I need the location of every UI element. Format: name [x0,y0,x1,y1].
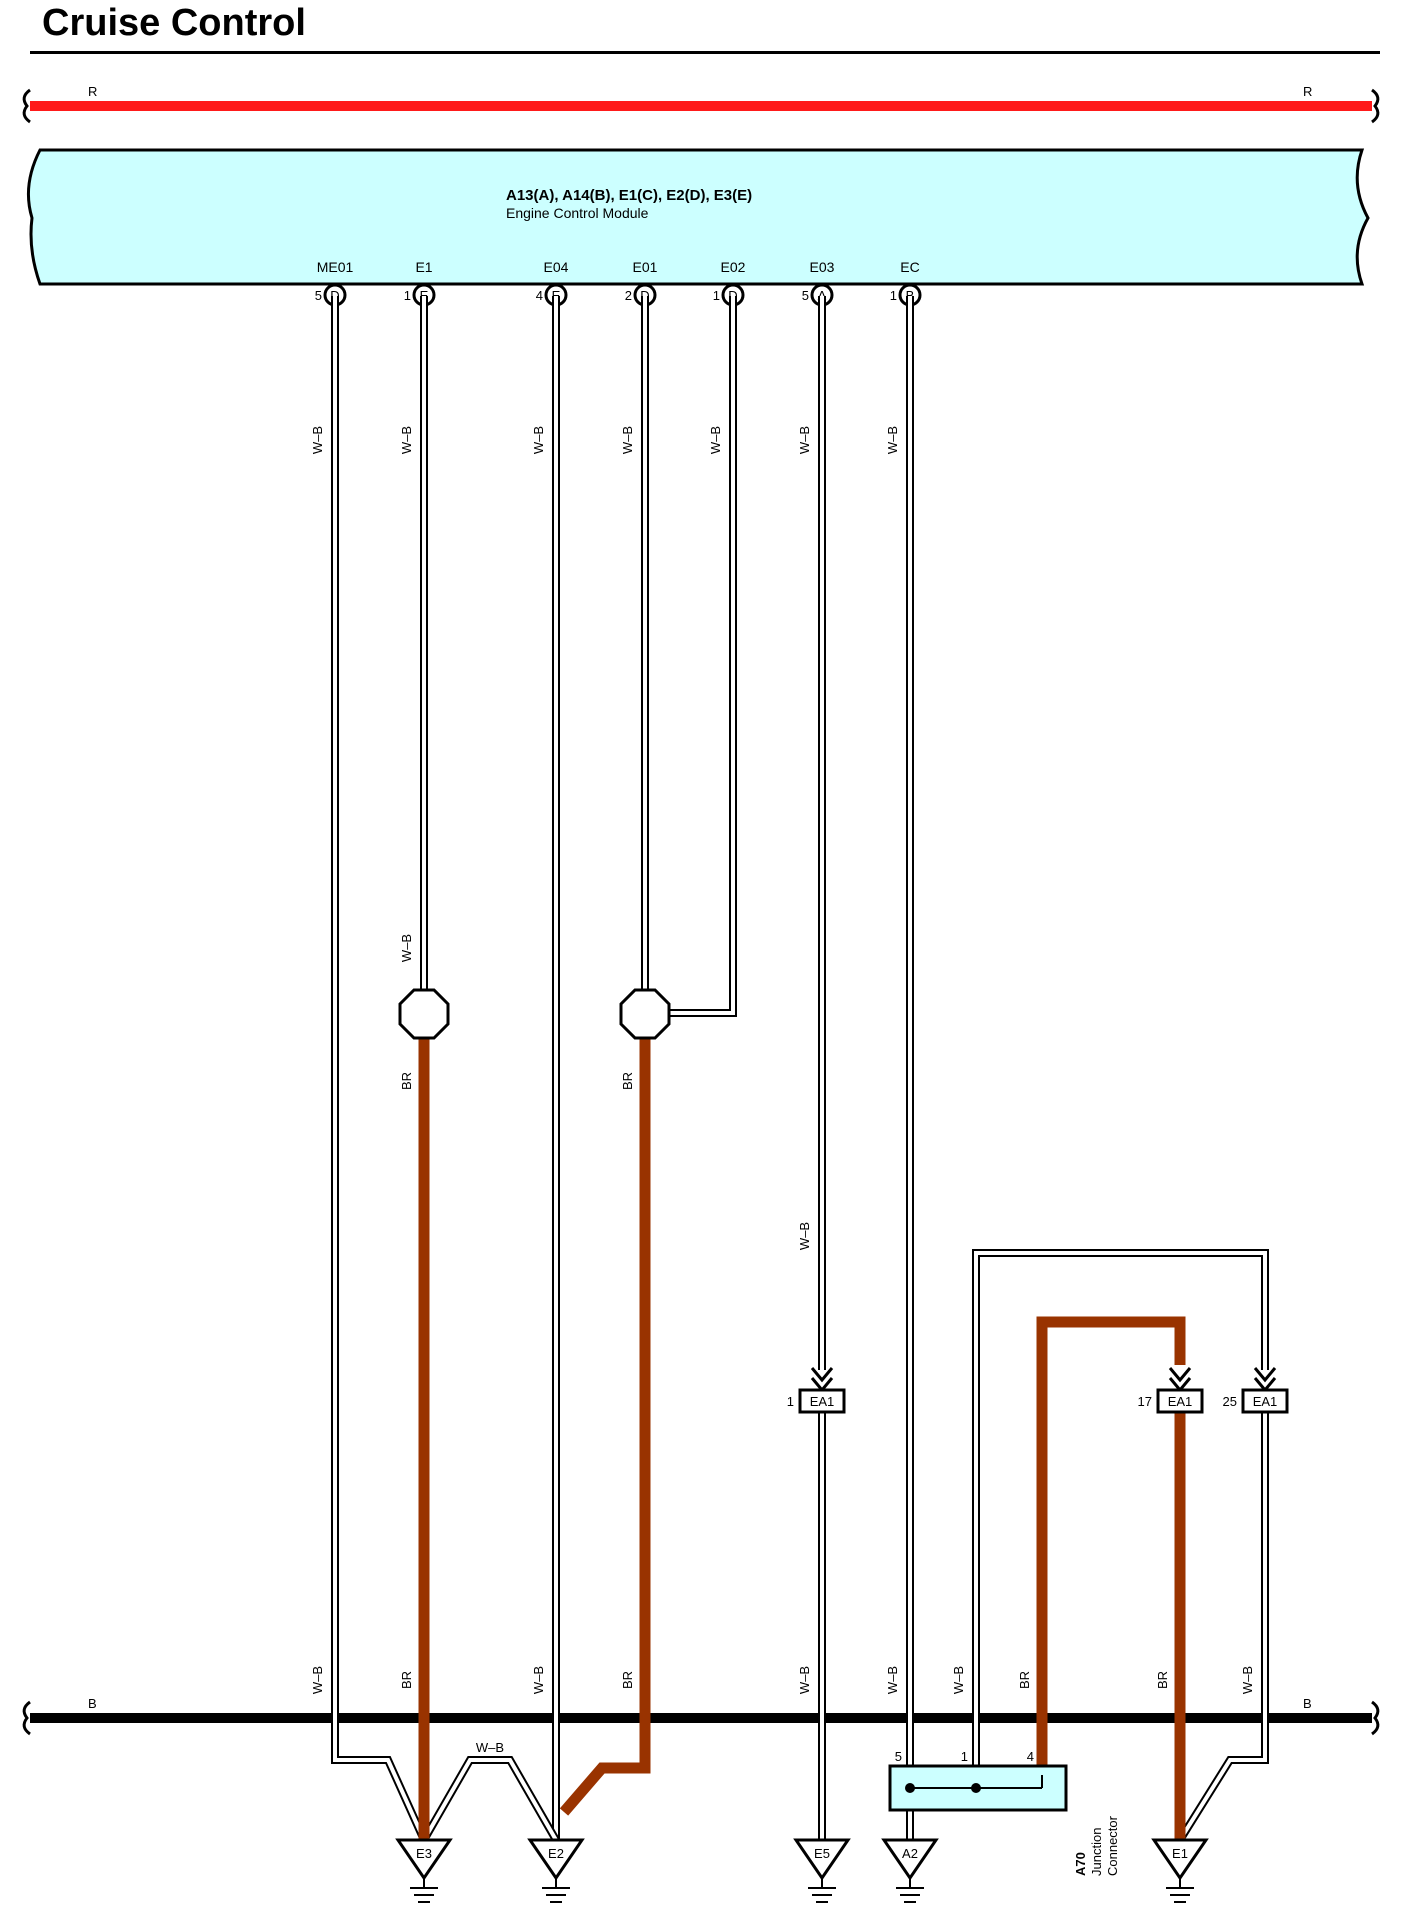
wire-label-bottom: W–B [1240,1666,1255,1694]
junction-id: A70 [1073,1852,1088,1876]
junction-pin-4: 4 [1027,1749,1034,1764]
power-bus-label-right: R [1303,84,1312,99]
ecm-pin-connector: A [818,288,827,303]
inline-connector-ea1-1: EA1 1 [787,1367,846,1414]
wire-label-bottom: BR [399,1671,414,1689]
title-rule [30,51,1380,54]
ecm-pin-name: E01 [633,259,658,275]
ground-label: A2 [902,1846,918,1861]
inline-connector-ea1-1-pin: 1 [787,1394,794,1409]
junction-connector-a70: 5 1 4 A70 Junction Connector [888,1749,1120,1876]
splice-e1 [398,988,450,1040]
wire-label-e1-upper: W–B [399,934,414,962]
wire-label-e03-mid: W–B [797,1222,812,1250]
inline-connector-ea1-17-label: EA1 [1168,1394,1193,1409]
ecm-pin-number: 5 [802,288,809,303]
ecm-block [26,148,1370,286]
wire-ea1-25-to-ground [1176,1412,1269,1843]
page-title: Cruise Control [42,2,306,44]
ecm-pin-connector: D [728,288,737,303]
ecm-name: Engine Control Module [506,205,649,221]
wire-label-ground-link: W–B [476,1740,504,1755]
ecm-pin-number: 2 [625,288,632,303]
junction-pin-1: 1 [961,1749,968,1764]
ecm-connectors: A13(A), A14(B), E1(C), E2(D), E3(E) [506,187,752,204]
inline-connector-ea1-17-pin: 17 [1138,1394,1152,1409]
ground-a2: A2 [881,1838,939,1903]
junction-line1: Junction [1089,1828,1104,1876]
ecm-pin-number: 5 [315,288,322,303]
wire-label-bottom: W–B [797,1666,812,1694]
ground-e2: E2 [527,1838,585,1903]
junction-line2: Connector [1105,1815,1120,1876]
ecm-pin-number: 1 [890,288,897,303]
ecm-pin-connector: E [552,288,561,303]
wire-br-e01 [559,1036,651,1816]
wire-label-e01-lower: BR [620,1072,635,1090]
junction-pin-5: 5 [895,1749,902,1764]
wire-label-top: W–B [310,426,325,454]
inline-connector-ea1-25: EA1 25 [1223,1367,1289,1414]
ecm-pin-name: E04 [544,259,569,275]
ground-bus-left-brace [22,1700,31,1736]
wire-label-top: W–B [399,426,414,454]
ecm-pin-connector: B [906,288,915,303]
wire-label-top: W–B [620,426,635,454]
ground-label: E1 [1172,1846,1188,1861]
ecm-pin-number: 1 [404,288,411,303]
splice-e01 [619,988,671,1040]
wire-me01 [331,296,428,1842]
ecm-pin-number: 1 [713,288,720,303]
wire-label-top: W–B [531,426,546,454]
inline-connector-ea1-25-pin: 25 [1223,1394,1237,1409]
ecm-pin-number: 4 [536,288,543,303]
ecm-pin-name: E1 [415,259,432,275]
ground-bus-label-left: B [88,1696,97,1711]
ground-label: E3 [416,1846,432,1861]
wire-label-bottom: W–B [531,1666,546,1694]
ground-e5: E5 [793,1838,851,1903]
wire-label-top: W–B [708,426,723,454]
ecm-pin-connector: D [640,288,649,303]
wire-br-junction-4 [1036,1316,1186,1775]
ecm-pin-connector: E [420,288,429,303]
ecm-pin-name: EC [900,259,919,275]
wire-ground-link [420,1756,560,1842]
inline-connector-ea1-1-label: EA1 [810,1394,835,1409]
wire-label-top: W–B [885,426,900,454]
wire-label-bottom: W–B [310,1666,325,1694]
ground-label: E2 [548,1846,564,1861]
ecm-pin-name: E02 [721,259,746,275]
power-bus-right-brace [1371,88,1380,124]
wire-label-e1-lower: BR [399,1072,414,1090]
ground-bus-label-right: B [1303,1696,1312,1711]
ecm-pin-name: E03 [810,259,835,275]
wire-label-bottom: W–B [885,1666,900,1694]
inline-connector-ea1-25-label: EA1 [1253,1394,1278,1409]
power-bus-left-brace [22,88,31,124]
wire-label-bottom: BR [620,1671,635,1689]
power-bus-label-left: R [88,84,97,99]
ground-e1: E1 [1151,1838,1209,1903]
wire-label-top: W–B [797,426,812,454]
ground-label: E5 [814,1846,830,1861]
wire-junction-to-ea1-25 [972,1249,1269,1786]
wire-e02 [668,296,737,1017]
wire-label-bottom: BR [1155,1671,1170,1689]
wire-label-bottom: W–B [951,1666,966,1694]
ecm-pin-connector: D [330,288,339,303]
ground-e3: E3 [395,1838,453,1903]
inline-connector-ea1-17: EA1 17 [1138,1367,1204,1414]
wire-label-bottom: BR [1017,1671,1032,1689]
ecm-pin-name: ME01 [317,259,354,275]
ground-bus-right-brace [1371,1700,1380,1736]
